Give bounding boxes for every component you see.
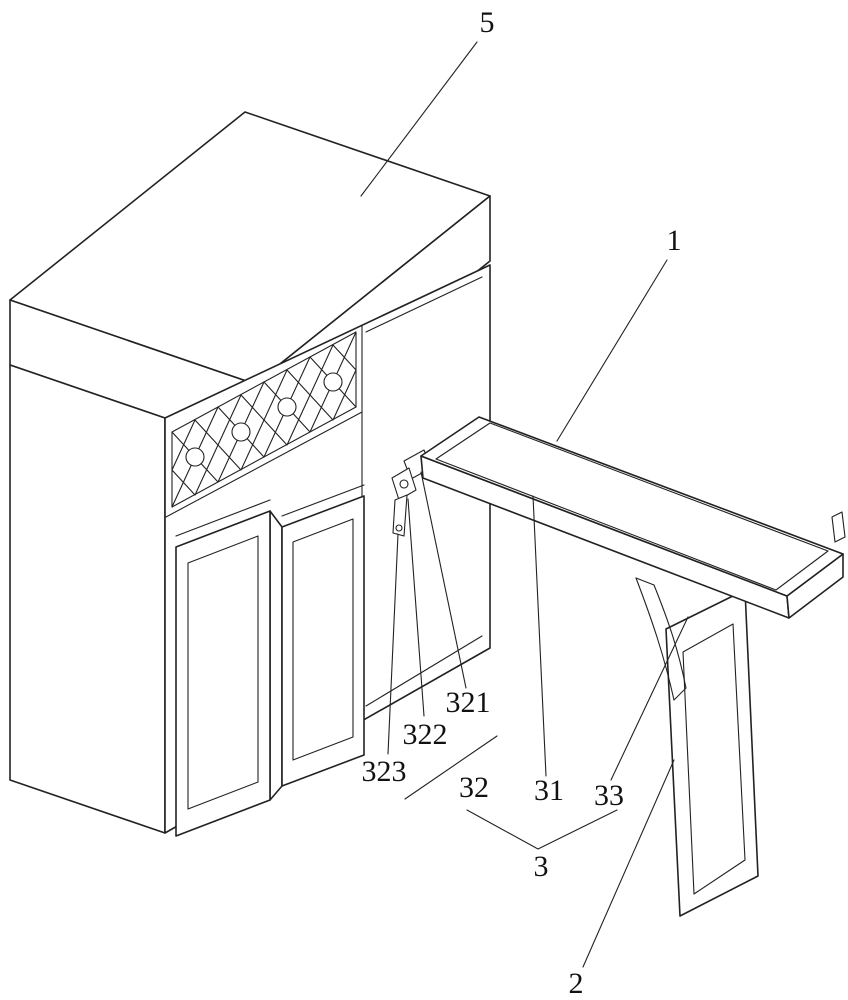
bracket-bottom-cap	[673, 687, 687, 701]
bracket-curve-outer	[635, 577, 675, 701]
glass-stem-hole	[323, 372, 343, 392]
lattice-diamond	[217, 394, 265, 471]
table-top-face	[420, 416, 844, 597]
ref-label-5: 5	[480, 6, 495, 39]
glass-stem-hole	[185, 447, 205, 467]
leader-line-33	[610, 616, 689, 781]
door-left-panel	[187, 535, 259, 810]
bracket-curve-inner	[653, 584, 687, 689]
glass-stem-hole	[277, 397, 297, 417]
ref-33: 33	[594, 616, 689, 812]
ref-1: 1	[556, 224, 682, 442]
folding-table	[420, 416, 846, 619]
table-leg-frame	[665, 589, 790, 917]
ref-31: 31	[532, 495, 564, 807]
glass-stem-hole	[231, 422, 251, 442]
ref-label-31: 31	[534, 774, 564, 807]
table-pivot-block	[831, 511, 846, 543]
counter-shelf-edge	[165, 411, 363, 518]
bracket-top-cap	[635, 577, 655, 586]
cabinet	[9, 111, 491, 837]
leader-line-2	[582, 759, 675, 968]
wine-rack-cell	[309, 331, 357, 433]
hinge-pin-icon	[395, 524, 403, 532]
leader-line-5	[360, 41, 478, 197]
ref-2: 2	[569, 759, 675, 1000]
leader-line-1	[556, 259, 668, 442]
support-bracket	[635, 577, 687, 701]
ref-321: 321	[420, 471, 491, 719]
leader-line-32	[404, 735, 498, 800]
ref-label-321: 321	[446, 686, 491, 719]
lattice-diamond	[263, 369, 311, 446]
ref-323: 323	[362, 533, 407, 788]
table-top-inset	[435, 422, 829, 591]
hinge-pin-icon	[399, 479, 409, 489]
ref-label-322: 322	[403, 718, 448, 751]
door-right-top-edge	[281, 484, 365, 517]
ref-label-3: 3	[534, 850, 549, 883]
leader-line-322	[407, 498, 425, 717]
wine-rack	[165, 331, 363, 518]
ref-32: 32	[404, 735, 498, 804]
wine-rack-cell	[263, 356, 311, 458]
compartment-floor-edge	[365, 635, 483, 707]
leader-line-323	[387, 533, 399, 755]
ref-label-2: 2	[569, 967, 584, 1000]
door-left	[175, 510, 271, 837]
reference-labels: 5 1 321 322 323 32 31 33	[360, 6, 689, 1000]
ref-label-32: 32	[459, 771, 489, 804]
left-box-side-face	[269, 510, 283, 801]
door-left-top-edge	[175, 499, 271, 537]
ref-5: 5	[360, 6, 495, 197]
hinge-assembly	[391, 449, 432, 537]
ref-322: 322	[403, 498, 448, 751]
leader-line-31	[532, 495, 547, 777]
lattice-diamond	[309, 344, 357, 421]
door-right	[281, 495, 365, 787]
leg-frame-inner	[682, 623, 746, 895]
leader-bracket-3	[466, 809, 618, 850]
leg-frame-outer	[665, 589, 759, 917]
compartment-ceiling-edge	[365, 276, 483, 333]
lattice-diamond	[171, 419, 219, 496]
ref-3: 3	[466, 809, 618, 883]
door-right-panel	[292, 518, 354, 761]
ref-label-1: 1	[667, 224, 682, 257]
lower-cabinet-doors	[175, 484, 365, 837]
leader-line-321	[420, 471, 467, 689]
body-left-face	[9, 364, 166, 834]
wine-rack-cell	[217, 381, 265, 483]
ref-label-33: 33	[594, 779, 624, 812]
ref-label-323: 323	[362, 755, 407, 788]
wine-rack-cell	[171, 406, 219, 508]
